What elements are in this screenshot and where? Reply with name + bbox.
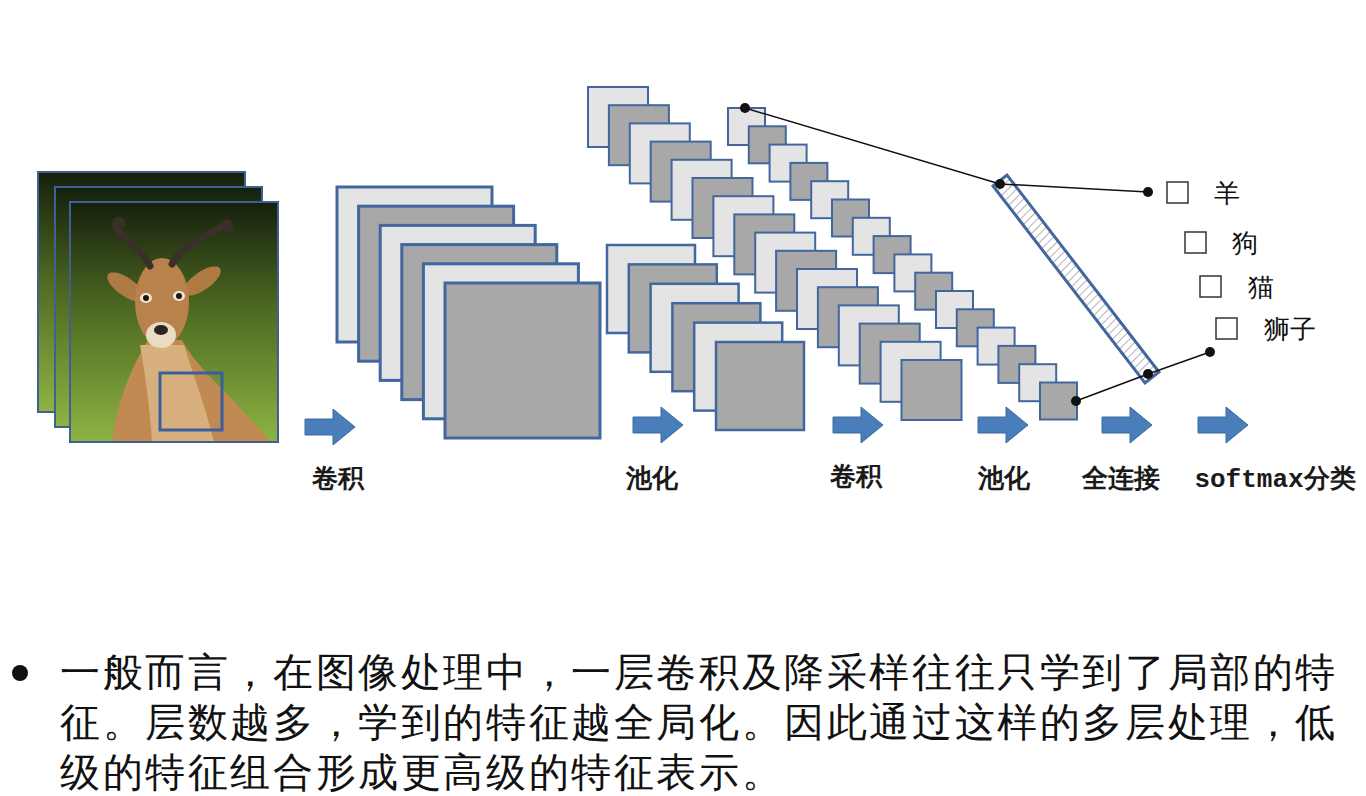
antelope-eye-ring: [173, 291, 185, 301]
class-checkbox: [1216, 318, 1237, 339]
antelope-horn: [116, 220, 150, 266]
class-label: 猫: [1248, 270, 1274, 305]
class-label: 狗: [1232, 226, 1258, 261]
receptive-field-box: [160, 373, 222, 430]
operation-label: 卷积: [830, 459, 882, 494]
operation-label: softmax分类: [1194, 461, 1355, 496]
feature-map: [445, 283, 600, 438]
step-arrow: [305, 409, 355, 445]
step-arrow: [633, 407, 683, 443]
step-arrow: [1198, 407, 1248, 443]
operation-label: 池化: [626, 461, 678, 496]
photo-ground: [70, 202, 278, 442]
class-label: 羊: [1214, 176, 1240, 211]
antelope-eye-ring: [140, 293, 152, 303]
connection-dot: [1143, 369, 1153, 379]
input-image-frame: [70, 202, 278, 442]
class-checkbox: [1200, 276, 1221, 297]
feature-map: [902, 360, 962, 420]
class-checkbox: [1167, 182, 1188, 203]
antelope-body: [112, 340, 270, 442]
antelope-nose: [154, 325, 168, 335]
operation-label: 池化: [978, 461, 1030, 496]
antelope-photo: [70, 202, 278, 442]
connection-line: [745, 108, 1148, 192]
step-arrow: [1102, 407, 1152, 443]
connection-line: [1076, 352, 1210, 401]
connection-dot: [1205, 347, 1215, 357]
feature-map: [716, 342, 804, 430]
connection-dot: [740, 103, 750, 113]
class-checkbox: [1185, 232, 1206, 253]
class-label: 狮子: [1264, 312, 1316, 347]
antelope-eye: [176, 293, 182, 299]
operation-label: 卷积: [312, 461, 364, 496]
antelope-eye: [143, 295, 149, 301]
connection-dot: [995, 179, 1005, 189]
connection-dot: [1143, 187, 1153, 197]
step-arrow: [978, 407, 1028, 443]
step-arrow: [833, 407, 883, 443]
antelope-muzzle: [146, 322, 176, 348]
note-text: 一般而言，在图像处理中，一层卷积及降采样往往只学到了局部的特征。层数越多，学到的…: [60, 647, 1356, 796]
antelope-horn: [172, 223, 230, 264]
antelope-head: [135, 258, 189, 346]
connection-dot: [1071, 396, 1081, 406]
feature-maps: [337, 87, 1077, 438]
fully-connected-layer: [993, 175, 1159, 383]
bullet-dot: [12, 665, 28, 681]
operation-label: 全连接: [1082, 461, 1160, 496]
antelope-neck: [140, 345, 214, 442]
